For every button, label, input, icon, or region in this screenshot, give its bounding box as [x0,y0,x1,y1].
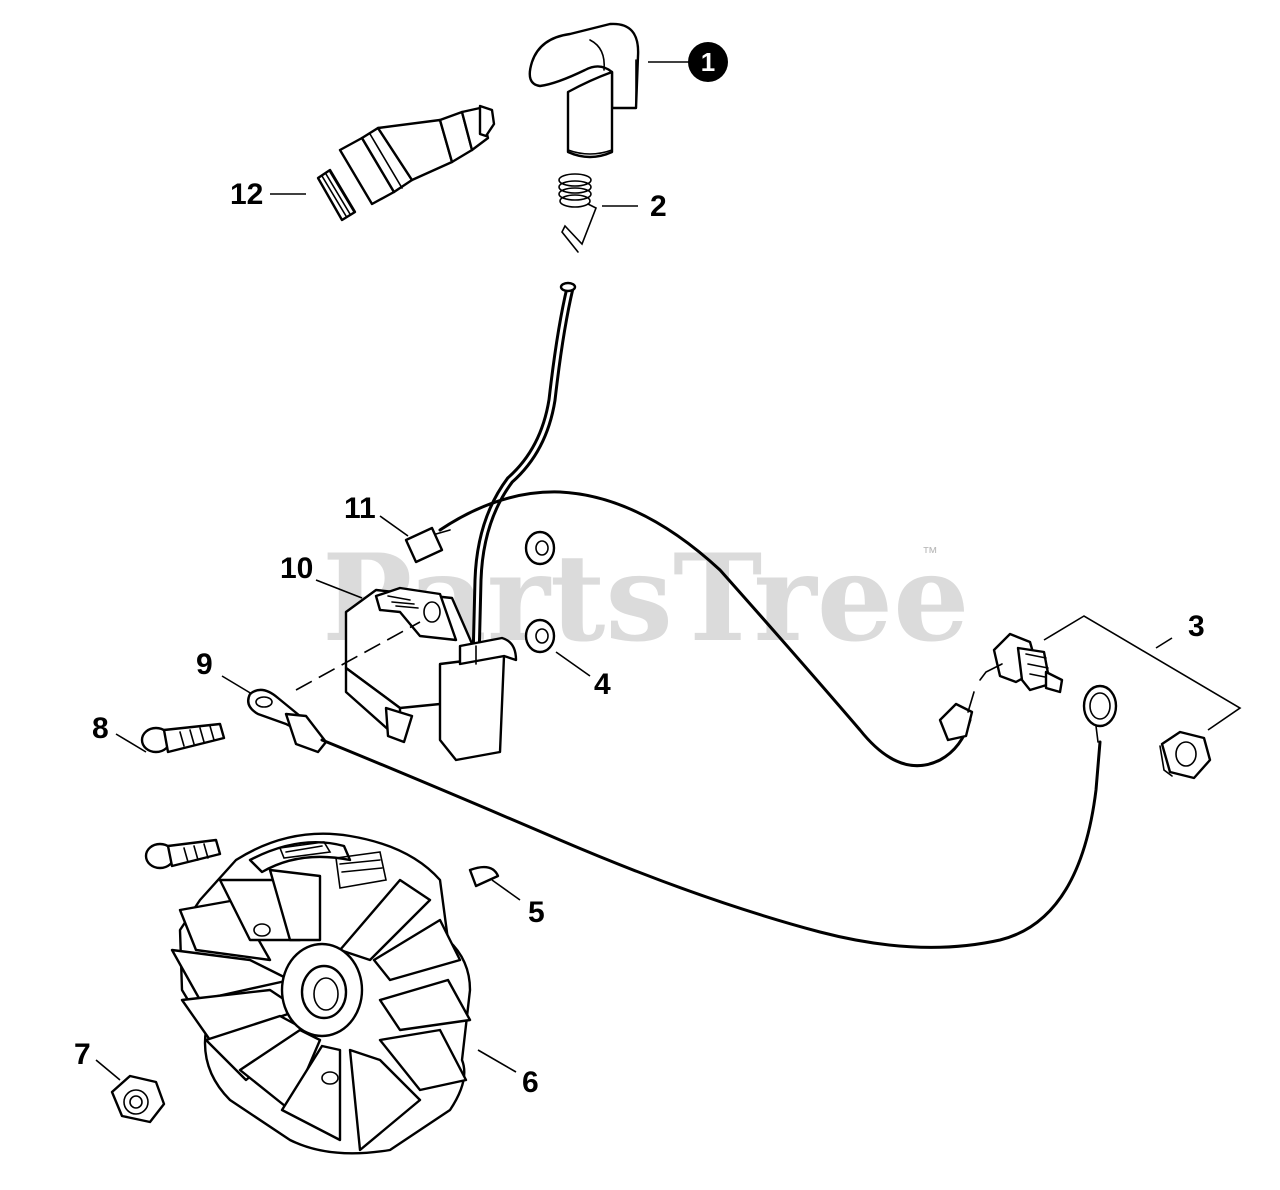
connector-icon[interactable] [404,526,451,564]
kill-wire [438,490,972,768]
hex-nut-icon[interactable] [1159,730,1212,780]
watermark-trademark: ™ [922,545,938,562]
leader-lines [95,61,1242,1081]
callout-1-label: 1 [701,47,715,77]
callout-11-label: 11 [344,492,376,525]
assembly-guide-line [295,621,421,691]
callout-6-label: 6 [522,1066,539,1099]
callout-9-label: 9 [196,648,213,681]
woodruff-key-icon[interactable] [468,865,500,888]
callout-1: 1 [688,42,728,82]
ground-wire [320,738,1102,949]
callout-5-label: 5 [528,896,545,929]
spark-plug-icon[interactable] [316,104,496,222]
high-tension-lead [471,281,577,665]
callout-12-label: 12 [230,178,263,211]
ground-terminal-icon[interactable] [247,688,328,754]
ground-eyelet-icon[interactable] [1082,684,1118,743]
callout-10-label: 10 [280,552,313,585]
callout-2-label: 2 [650,190,667,223]
ignition-coil-icon[interactable] [344,586,518,762]
stop-switch-icon[interactable] [938,632,1064,742]
spacer-icon[interactable] [524,530,556,654]
spring-terminal-icon[interactable] [558,173,598,253]
callout-4-label: 4 [594,668,611,701]
callout-7-label: 7 [74,1038,91,1071]
bolt-icon[interactable] [140,722,226,870]
spark-plug-boot-icon[interactable] [528,22,640,159]
flange-nut-icon[interactable] [110,1074,166,1124]
callout-3-label: 3 [1188,610,1205,643]
callout-8-label: 8 [92,712,109,745]
flywheel-icon[interactable] [170,832,472,1155]
